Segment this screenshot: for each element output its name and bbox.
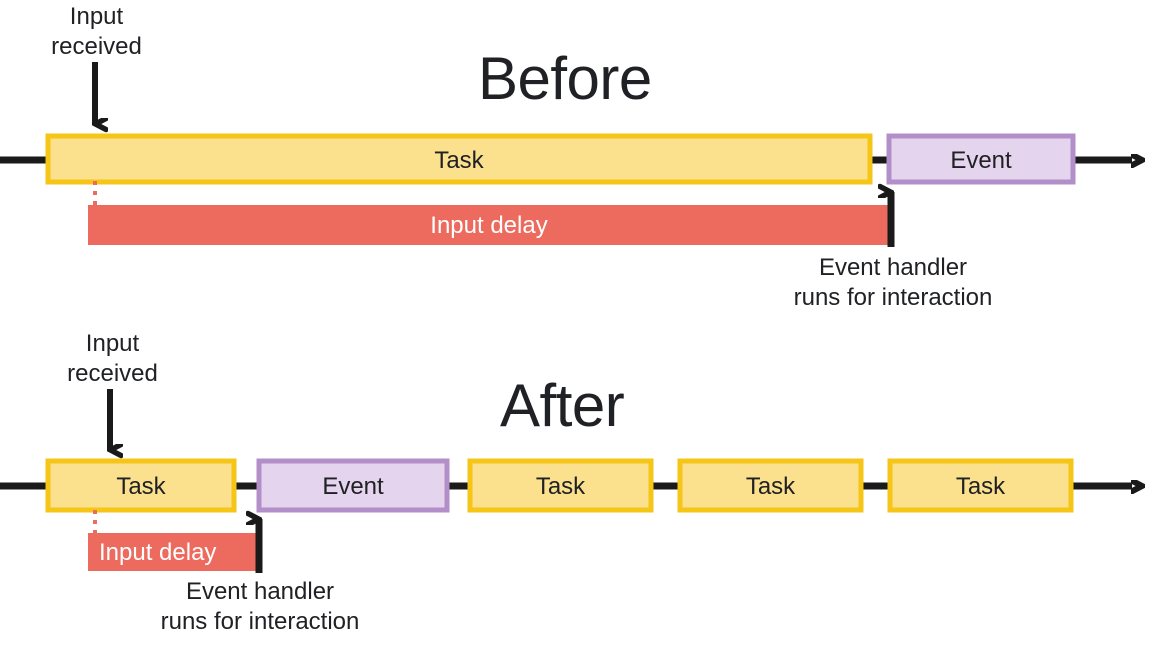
- section-title-after: After: [500, 372, 625, 439]
- after-task-label-1: Task: [116, 473, 166, 500]
- before-event-label: Event: [950, 147, 1012, 174]
- after-event-handler-label: Event handler runs for interaction: [160, 578, 360, 635]
- after-event-label: Event: [322, 473, 384, 500]
- before-event-handler-label: Event handler runs for interaction: [793, 254, 993, 311]
- after-input-delay-bar: [88, 533, 256, 571]
- after-timeline-group: [0, 389, 1132, 573]
- before-input-delay-label: Input delay: [430, 212, 548, 239]
- after-input-delay-label: Input delay: [99, 539, 217, 566]
- section-title-before: Before: [478, 45, 652, 112]
- before-task-box[interactable]: [45, 133, 873, 185]
- after-input-received-label: Input received: [67, 330, 158, 387]
- after-task-label-3: Task: [745, 473, 796, 500]
- before-input-received-label: Input received: [51, 3, 142, 60]
- after-event-box[interactable]: [256, 458, 450, 513]
- after-task-box-4[interactable]: [887, 458, 1074, 513]
- after-task-box-2[interactable]: [467, 458, 654, 513]
- before-input-delay-bar: [88, 205, 890, 245]
- after-task-label-4: Task: [955, 473, 1006, 500]
- after-task-box-1[interactable]: [45, 458, 237, 513]
- after-task-box-3[interactable]: [677, 458, 864, 513]
- before-task-label: Task: [434, 147, 484, 174]
- before-timeline-group: [0, 62, 1132, 247]
- after-task-label-2: Task: [535, 473, 586, 500]
- before-event-box[interactable]: [886, 133, 1076, 185]
